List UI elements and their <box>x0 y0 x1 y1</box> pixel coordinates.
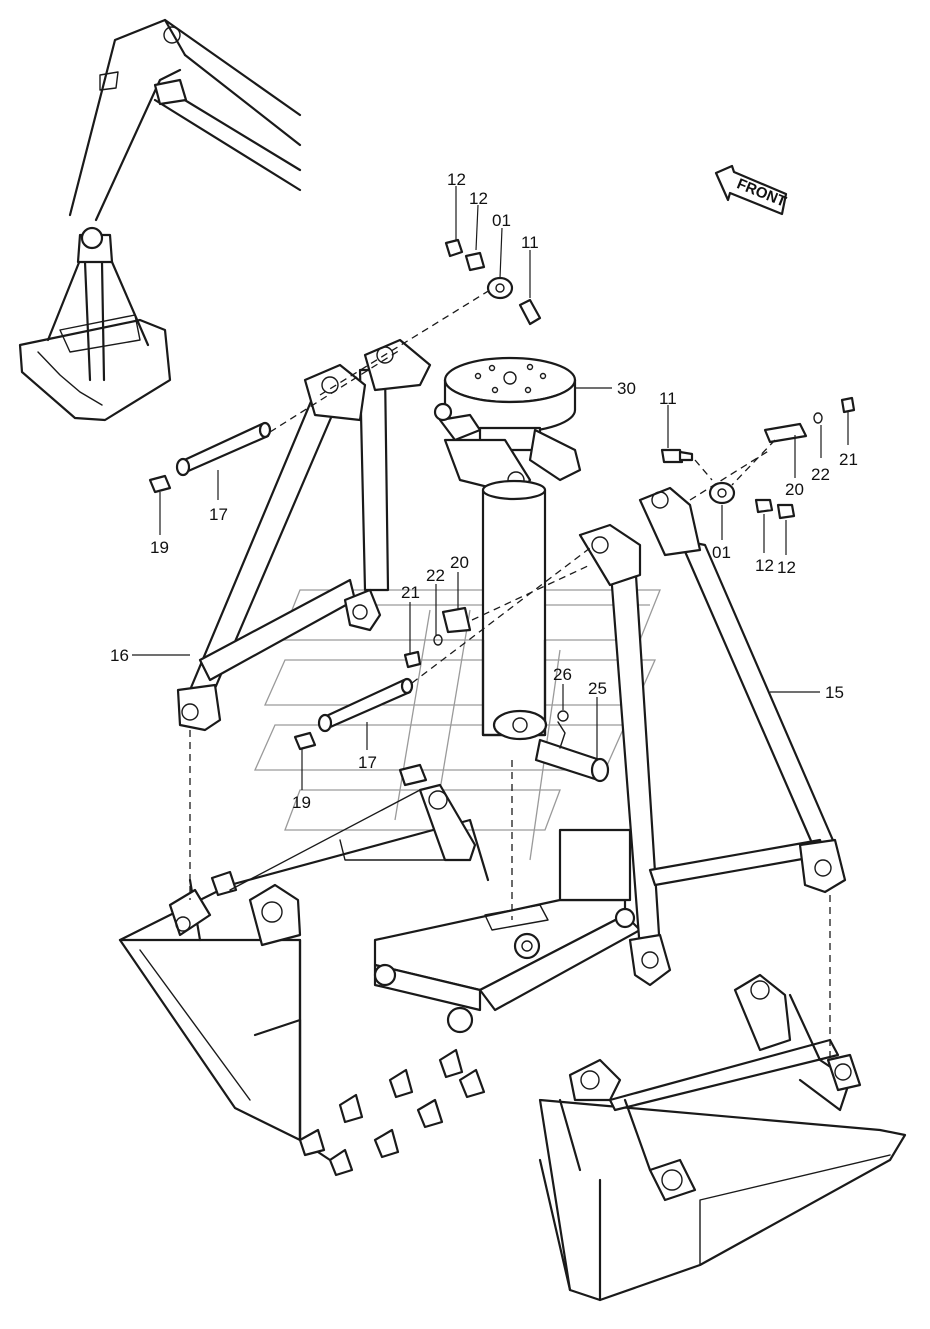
excavator-overview-thumbnail <box>18 18 302 422</box>
callout-16: 16 <box>110 646 129 665</box>
callout-17: 17 <box>209 505 228 524</box>
callout-17: 17 <box>358 753 377 772</box>
callout-12: 12 <box>755 556 774 575</box>
link-arm-16 <box>176 289 491 900</box>
callout-12: 12 <box>469 189 488 208</box>
callout-01: 01 <box>712 543 731 562</box>
callout-21: 21 <box>401 583 420 602</box>
callout-15: 15 <box>825 683 844 702</box>
callout-12: 12 <box>777 558 796 577</box>
callout-labels: 12 12 01 11 30 11 21 22 20 01 12 12 17 1… <box>110 170 858 812</box>
callout-20: 20 <box>785 480 804 499</box>
pins-left <box>148 349 591 751</box>
callout-19: 19 <box>150 538 169 557</box>
callout-12: 12 <box>447 170 466 189</box>
callout-11: 11 <box>659 389 677 408</box>
callout-22: 22 <box>811 465 830 484</box>
pin-item-25 <box>534 710 610 783</box>
hydraulic-cylinder <box>433 356 582 920</box>
callout-22: 22 <box>426 566 445 585</box>
callout-20: 20 <box>450 553 469 572</box>
callout-30: 30 <box>617 379 636 398</box>
callout-19: 19 <box>292 793 311 812</box>
hardware-top <box>444 238 542 326</box>
link-arm-15 <box>578 449 847 1060</box>
callout-01: 01 <box>492 211 511 230</box>
leader-lines <box>132 186 849 790</box>
callout-11: 11 <box>521 233 539 252</box>
center-frame <box>373 828 642 1034</box>
bucket-shell-left <box>118 763 490 1177</box>
front-direction-arrow: FRONT <box>714 164 789 216</box>
callout-21: 21 <box>839 450 858 469</box>
callout-26: 26 <box>553 665 572 684</box>
bucket-shell-right <box>538 973 907 1302</box>
callout-25: 25 <box>588 679 607 698</box>
hardware-right <box>660 396 856 520</box>
